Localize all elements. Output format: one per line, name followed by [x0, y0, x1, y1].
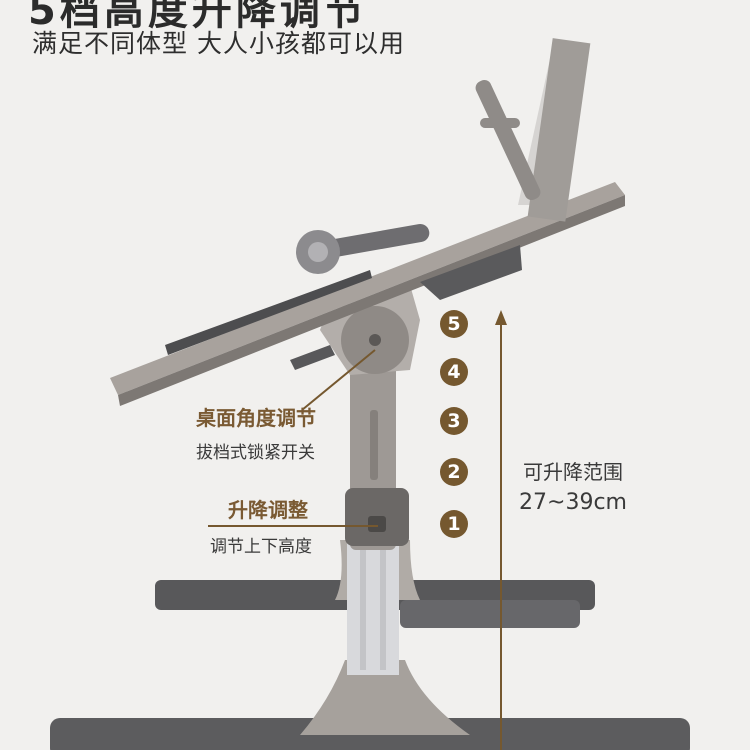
book-stand: [475, 38, 591, 222]
level-badge-3: 3: [440, 407, 468, 435]
drawer: [420, 245, 522, 300]
range-label: 可升降范围: [523, 460, 623, 484]
height-callout-desc: 调节上下高度: [210, 537, 312, 557]
base-foot: [300, 660, 470, 735]
inner-column: [347, 540, 399, 675]
angle-callout-desc: 拔档式锁紧开关: [196, 443, 315, 463]
level-badge-4: 4: [440, 358, 468, 386]
desk-top: [110, 182, 625, 395]
headphones: [296, 224, 430, 274]
height-callout-title: 升降调整: [228, 498, 308, 522]
range-value: 27~39cm: [519, 490, 627, 515]
level-badge-2: 2: [440, 458, 468, 486]
subtitle: 满足不同体型 大人小孩都可以用: [32, 29, 405, 58]
angle-callout-title: 桌面角度调节: [196, 406, 316, 430]
headline: 5档高度升降调节: [28, 0, 368, 34]
level-badge-5: 5: [440, 310, 468, 338]
level-badge-1: 1: [440, 510, 468, 538]
lower-bar-back: [400, 600, 580, 628]
